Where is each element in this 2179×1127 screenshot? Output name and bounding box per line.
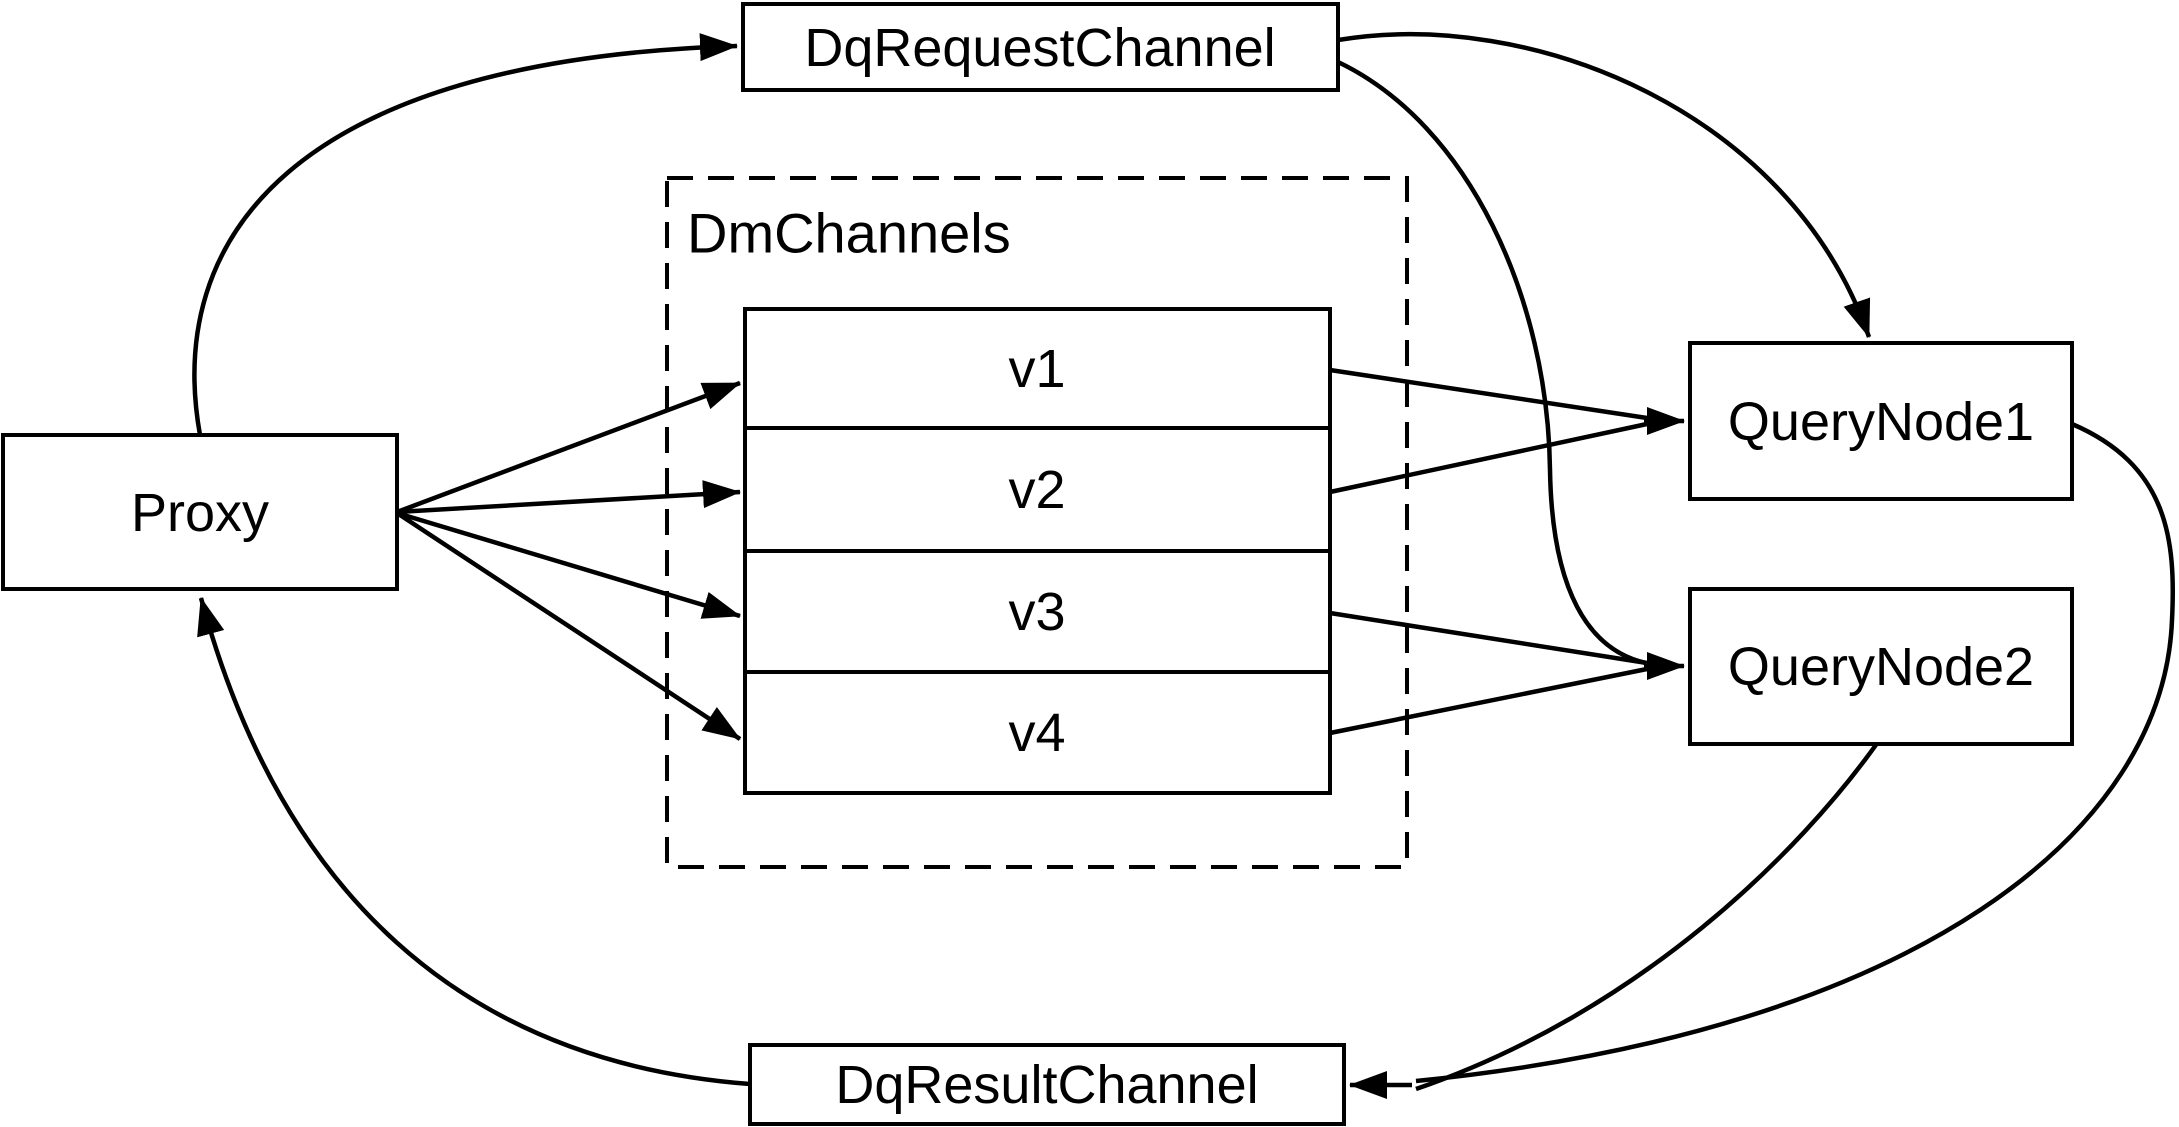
edge-v3-to-querynode2 — [1329, 610, 1648, 666]
edge-proxy-to-v1 — [396, 380, 741, 515]
query-node1-box — [1688, 341, 2074, 501]
edge-querynode1-to-dqresultchannel — [1415, 421, 2176, 1084]
node-proxy: Proxy — [1, 433, 399, 591]
dq-result-channel-label: DqResultChannel — [835, 1055, 1258, 1115]
edge-v2-to-querynode1 — [1329, 421, 1648, 495]
edge-v1-to-querynode1 — [1329, 367, 1648, 421]
query-node2-label: QueryNode2 — [1728, 637, 2034, 697]
node-query-node2: QueryNode2 — [1688, 587, 2074, 746]
dq-result-channel-box — [748, 1043, 1346, 1126]
dq-request-channel-box — [741, 2, 1340, 92]
node-dq-request-channel: DqRequestChannel — [741, 2, 1340, 92]
channel-v4-label: v4 — [1008, 703, 1065, 763]
edge-dqrequestchannel-to-querynode1 — [1337, 32, 1872, 338]
edge-proxy-to-v3 — [396, 510, 741, 619]
edge-proxy-to-v4 — [395, 511, 742, 741]
channel-v3-label: v3 — [1008, 582, 1065, 642]
channel-v1-label: v1 — [1008, 339, 1065, 399]
proxy-box — [1, 433, 399, 591]
channel-stack: v1 v2 v3 v4 — [743, 307, 1332, 795]
dm-channels-group-label: DmChannels — [687, 202, 1011, 265]
node-query-node1: QueryNode1 — [1688, 341, 2074, 501]
edge-querynode2-to-dqresultchannel — [1415, 740, 1880, 1092]
edge-proxy-to-v2 — [396, 480, 741, 515]
channel-v2-label: v2 — [1008, 460, 1065, 520]
query-node2-box — [1688, 587, 2074, 746]
edge-proxy-to-dqrequestchannel — [192, 33, 738, 436]
dm-channels-dashed-border — [665, 176, 1409, 869]
proxy-label: Proxy — [131, 483, 269, 543]
edge-dqrequestchannel-to-querynode2 — [1337, 59, 1647, 666]
edge-group — [192, 32, 2176, 1099]
dq-request-channel-label: DqRequestChannel — [804, 18, 1275, 78]
query-node1-label: QueryNode1 — [1728, 392, 2034, 452]
edge-v4-to-querynode2 — [1329, 666, 1648, 736]
dm-channels-group: DmChannels v1 v2 v3 v4 — [665, 176, 1409, 869]
edge-dqresultchannel-to-proxy — [197, 597, 751, 1087]
node-dq-result-channel: DqResultChannel — [748, 1043, 1346, 1126]
